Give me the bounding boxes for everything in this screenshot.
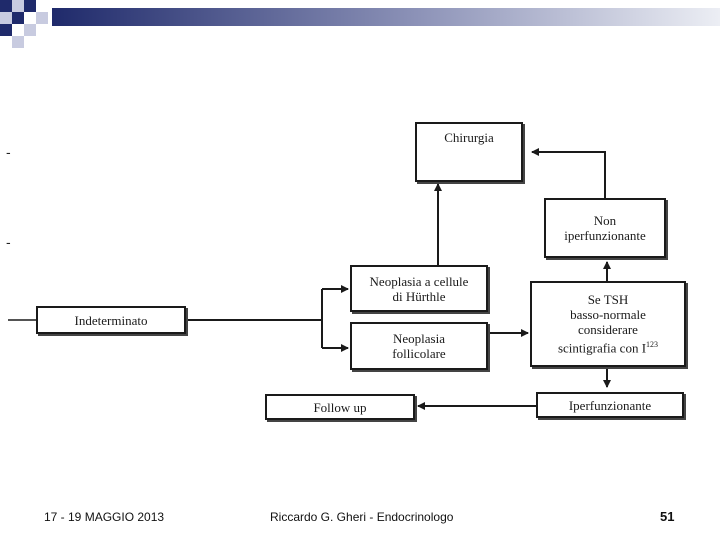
bullet-2: -	[6, 234, 11, 250]
footer-author: Riccardo G. Gheri - Endocrinologo	[270, 510, 454, 524]
node-non-iperfunzionante-label: Non iperfunzionante	[564, 213, 646, 243]
node-chirurgia: Chirurgia	[415, 122, 523, 182]
header-square	[0, 24, 12, 36]
header-decoration	[0, 0, 720, 48]
header-square	[24, 24, 36, 36]
node-neoplasia-follicolare: Neoplasia follicolare	[350, 322, 488, 370]
header-square	[0, 0, 12, 12]
node-iperfunzionante: Iperfunzionante	[536, 392, 684, 418]
arrow-non-iperfunzionante-to-chirurgia	[531, 148, 606, 198]
node-se-tsh-superscript: 123	[646, 340, 659, 350]
node-neoplasia-hurthle: Neoplasia a cellule di Hürthle	[350, 265, 488, 312]
node-se-tsh-label: Se TSH basso-normale considerare scintig…	[558, 292, 658, 355]
node-indeterminato: Indeterminato	[36, 306, 186, 334]
header-gradient-bar	[52, 8, 720, 26]
node-non-iperfunzionante: Non iperfunzionante	[544, 198, 666, 258]
header-square	[24, 0, 36, 12]
node-chirurgia-label: Chirurgia	[444, 130, 494, 145]
node-iperfunzionante-label: Iperfunzionante	[568, 397, 652, 413]
header-square	[0, 12, 12, 24]
header-square	[12, 12, 24, 24]
slide-number: 51	[660, 509, 675, 524]
node-se-tsh-text: Se TSH basso-normale considerare scintig…	[557, 292, 647, 356]
node-follow-up-label: Follow up	[313, 399, 367, 415]
header-square	[36, 12, 48, 24]
node-follow-up: Follow up	[265, 394, 415, 420]
node-se-tsh: Se TSH basso-normale considerare scintig…	[530, 281, 686, 367]
header-square	[12, 0, 24, 12]
node-neoplasia-hurthle-label: Neoplasia a cellule di Hürthle	[369, 273, 469, 304]
bullet-1: -	[6, 144, 11, 160]
footer-date: 17 - 19 MAGGIO 2013	[44, 510, 165, 524]
node-neoplasia-follicolare-label: Neoplasia follicolare	[392, 331, 446, 361]
node-indeterminato-label: Indeterminato	[74, 312, 148, 328]
header-square	[12, 36, 24, 48]
